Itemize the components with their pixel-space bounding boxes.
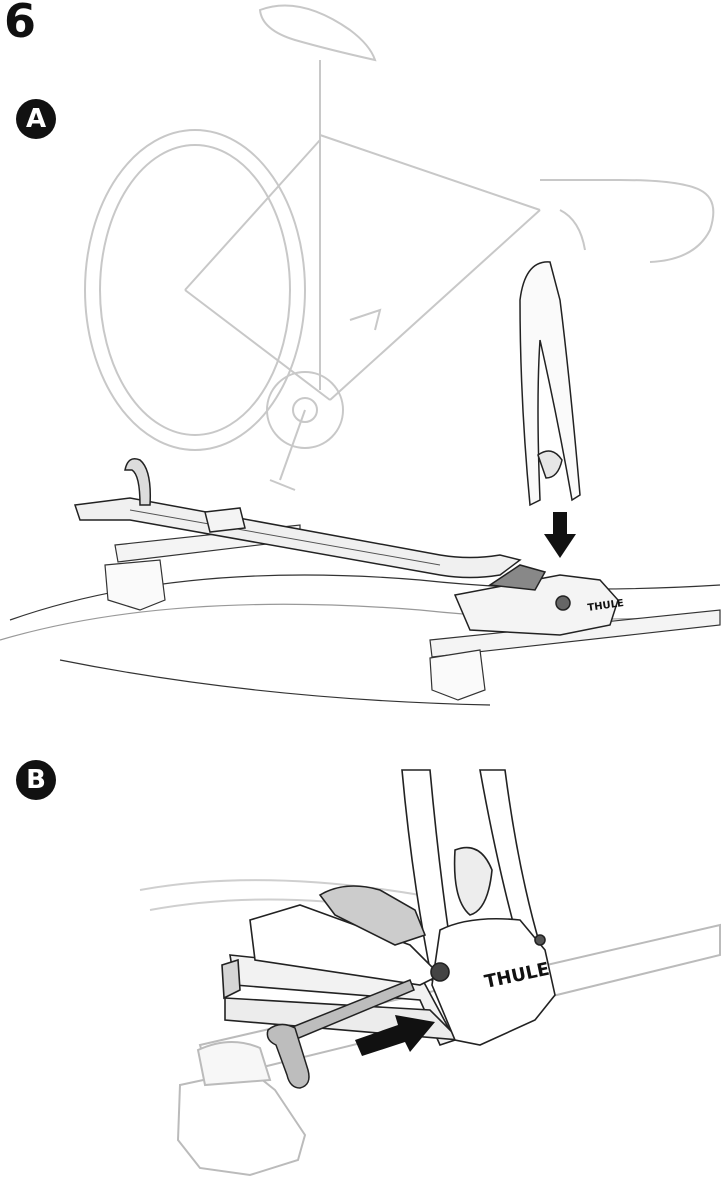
panel-a-illustration: THULE (0, 4, 721, 706)
down-arrow (544, 512, 576, 558)
insert-arrow (355, 1015, 435, 1056)
fork-legs-b (401, 769, 542, 981)
chain-stay (184, 289, 331, 401)
saddle (258, 4, 377, 62)
panel-a-badge: A (16, 99, 56, 139)
front-fork (519, 261, 581, 507)
seat-stay (184, 139, 321, 291)
panel-b-badge: B (16, 760, 56, 800)
rear-wheel (84, 129, 306, 451)
handlebar (540, 179, 715, 263)
roof-bars (104, 524, 721, 701)
ghost-bicycle (84, 4, 715, 491)
fork-mount-rail (73, 458, 619, 636)
chainring (266, 371, 344, 449)
thru-axle (266, 979, 415, 1089)
top-tube (319, 134, 541, 211)
mount-body-b (221, 885, 556, 1046)
panel-a-brand-logo: THULE (587, 598, 625, 614)
crank (279, 409, 306, 481)
down-tube (329, 209, 541, 401)
step-number: 6 (4, 0, 37, 48)
